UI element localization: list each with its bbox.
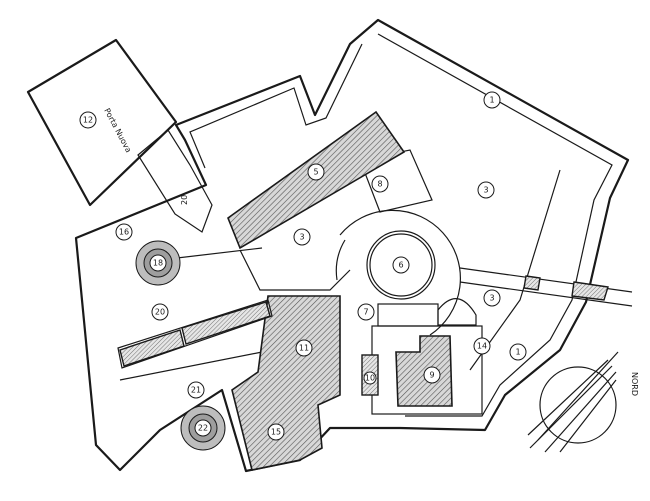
marker-19: 20 bbox=[151, 303, 169, 321]
marker-1-north: 1 bbox=[483, 91, 501, 109]
porta-nuova-block bbox=[26, 38, 213, 233]
svg-text:3: 3 bbox=[299, 233, 304, 242]
svg-text:11: 11 bbox=[299, 344, 309, 353]
outer-walls bbox=[74, 18, 630, 473]
marker-12: 12 bbox=[79, 111, 97, 129]
svg-text:1: 1 bbox=[515, 348, 520, 357]
west-ramp bbox=[117, 299, 273, 369]
marker-21: 21 bbox=[187, 381, 205, 399]
marker-18: 18 bbox=[149, 254, 167, 272]
marker-8: 8 bbox=[371, 175, 389, 193]
svg-text:16: 16 bbox=[119, 228, 129, 237]
svg-text:9: 9 bbox=[429, 371, 434, 380]
svg-text:20: 20 bbox=[155, 308, 165, 317]
svg-text:10: 10 bbox=[365, 374, 375, 383]
svg-text:18: 18 bbox=[153, 259, 163, 268]
porta-nuova-label: Porta Nuova bbox=[102, 107, 133, 154]
marker-5: 5 bbox=[307, 163, 325, 181]
marker-1-south: 1 bbox=[509, 343, 527, 361]
marker-3-southeast: 3 bbox=[483, 289, 501, 307]
svg-text:12: 12 bbox=[83, 116, 93, 125]
marker-16: 16 bbox=[115, 223, 133, 241]
marker-11: 11 bbox=[295, 339, 313, 357]
svg-text:15: 15 bbox=[271, 428, 281, 437]
svg-text:3: 3 bbox=[483, 186, 488, 195]
marker-3-east: 3 bbox=[477, 181, 495, 199]
svg-text:5: 5 bbox=[313, 168, 318, 177]
svg-text:7: 7 bbox=[363, 308, 368, 317]
svg-text:14: 14 bbox=[477, 342, 487, 351]
marker-9: 9 bbox=[423, 366, 441, 384]
marker-7: 7 bbox=[357, 303, 375, 321]
marker-15: 15 bbox=[267, 423, 285, 441]
svg-text:8: 8 bbox=[377, 180, 382, 189]
nord-label: NORD bbox=[630, 372, 639, 396]
svg-text:1: 1 bbox=[489, 96, 494, 105]
rotunda bbox=[335, 209, 461, 336]
svg-text:22: 22 bbox=[198, 424, 208, 433]
marker-10: 10 bbox=[363, 371, 377, 385]
marker-3-center: 3 bbox=[293, 228, 311, 246]
svg-text:21: 21 bbox=[191, 386, 201, 395]
marker-22: 22 bbox=[194, 419, 212, 437]
svg-text:3: 3 bbox=[489, 294, 494, 303]
marker-14: 14 bbox=[473, 337, 491, 355]
level-20-label: 20 bbox=[180, 195, 189, 205]
svg-text:6: 6 bbox=[398, 261, 403, 270]
hatched-block-9 bbox=[395, 335, 453, 407]
hatched-block-11 bbox=[231, 295, 341, 471]
compass-rose bbox=[527, 351, 619, 453]
markers-layer: 1 3 3 3 1 5 6 7 8 9 10 11 12 14 15 16 18… bbox=[79, 91, 527, 441]
marker-6: 6 bbox=[392, 256, 410, 274]
east-corridor bbox=[459, 267, 633, 307]
